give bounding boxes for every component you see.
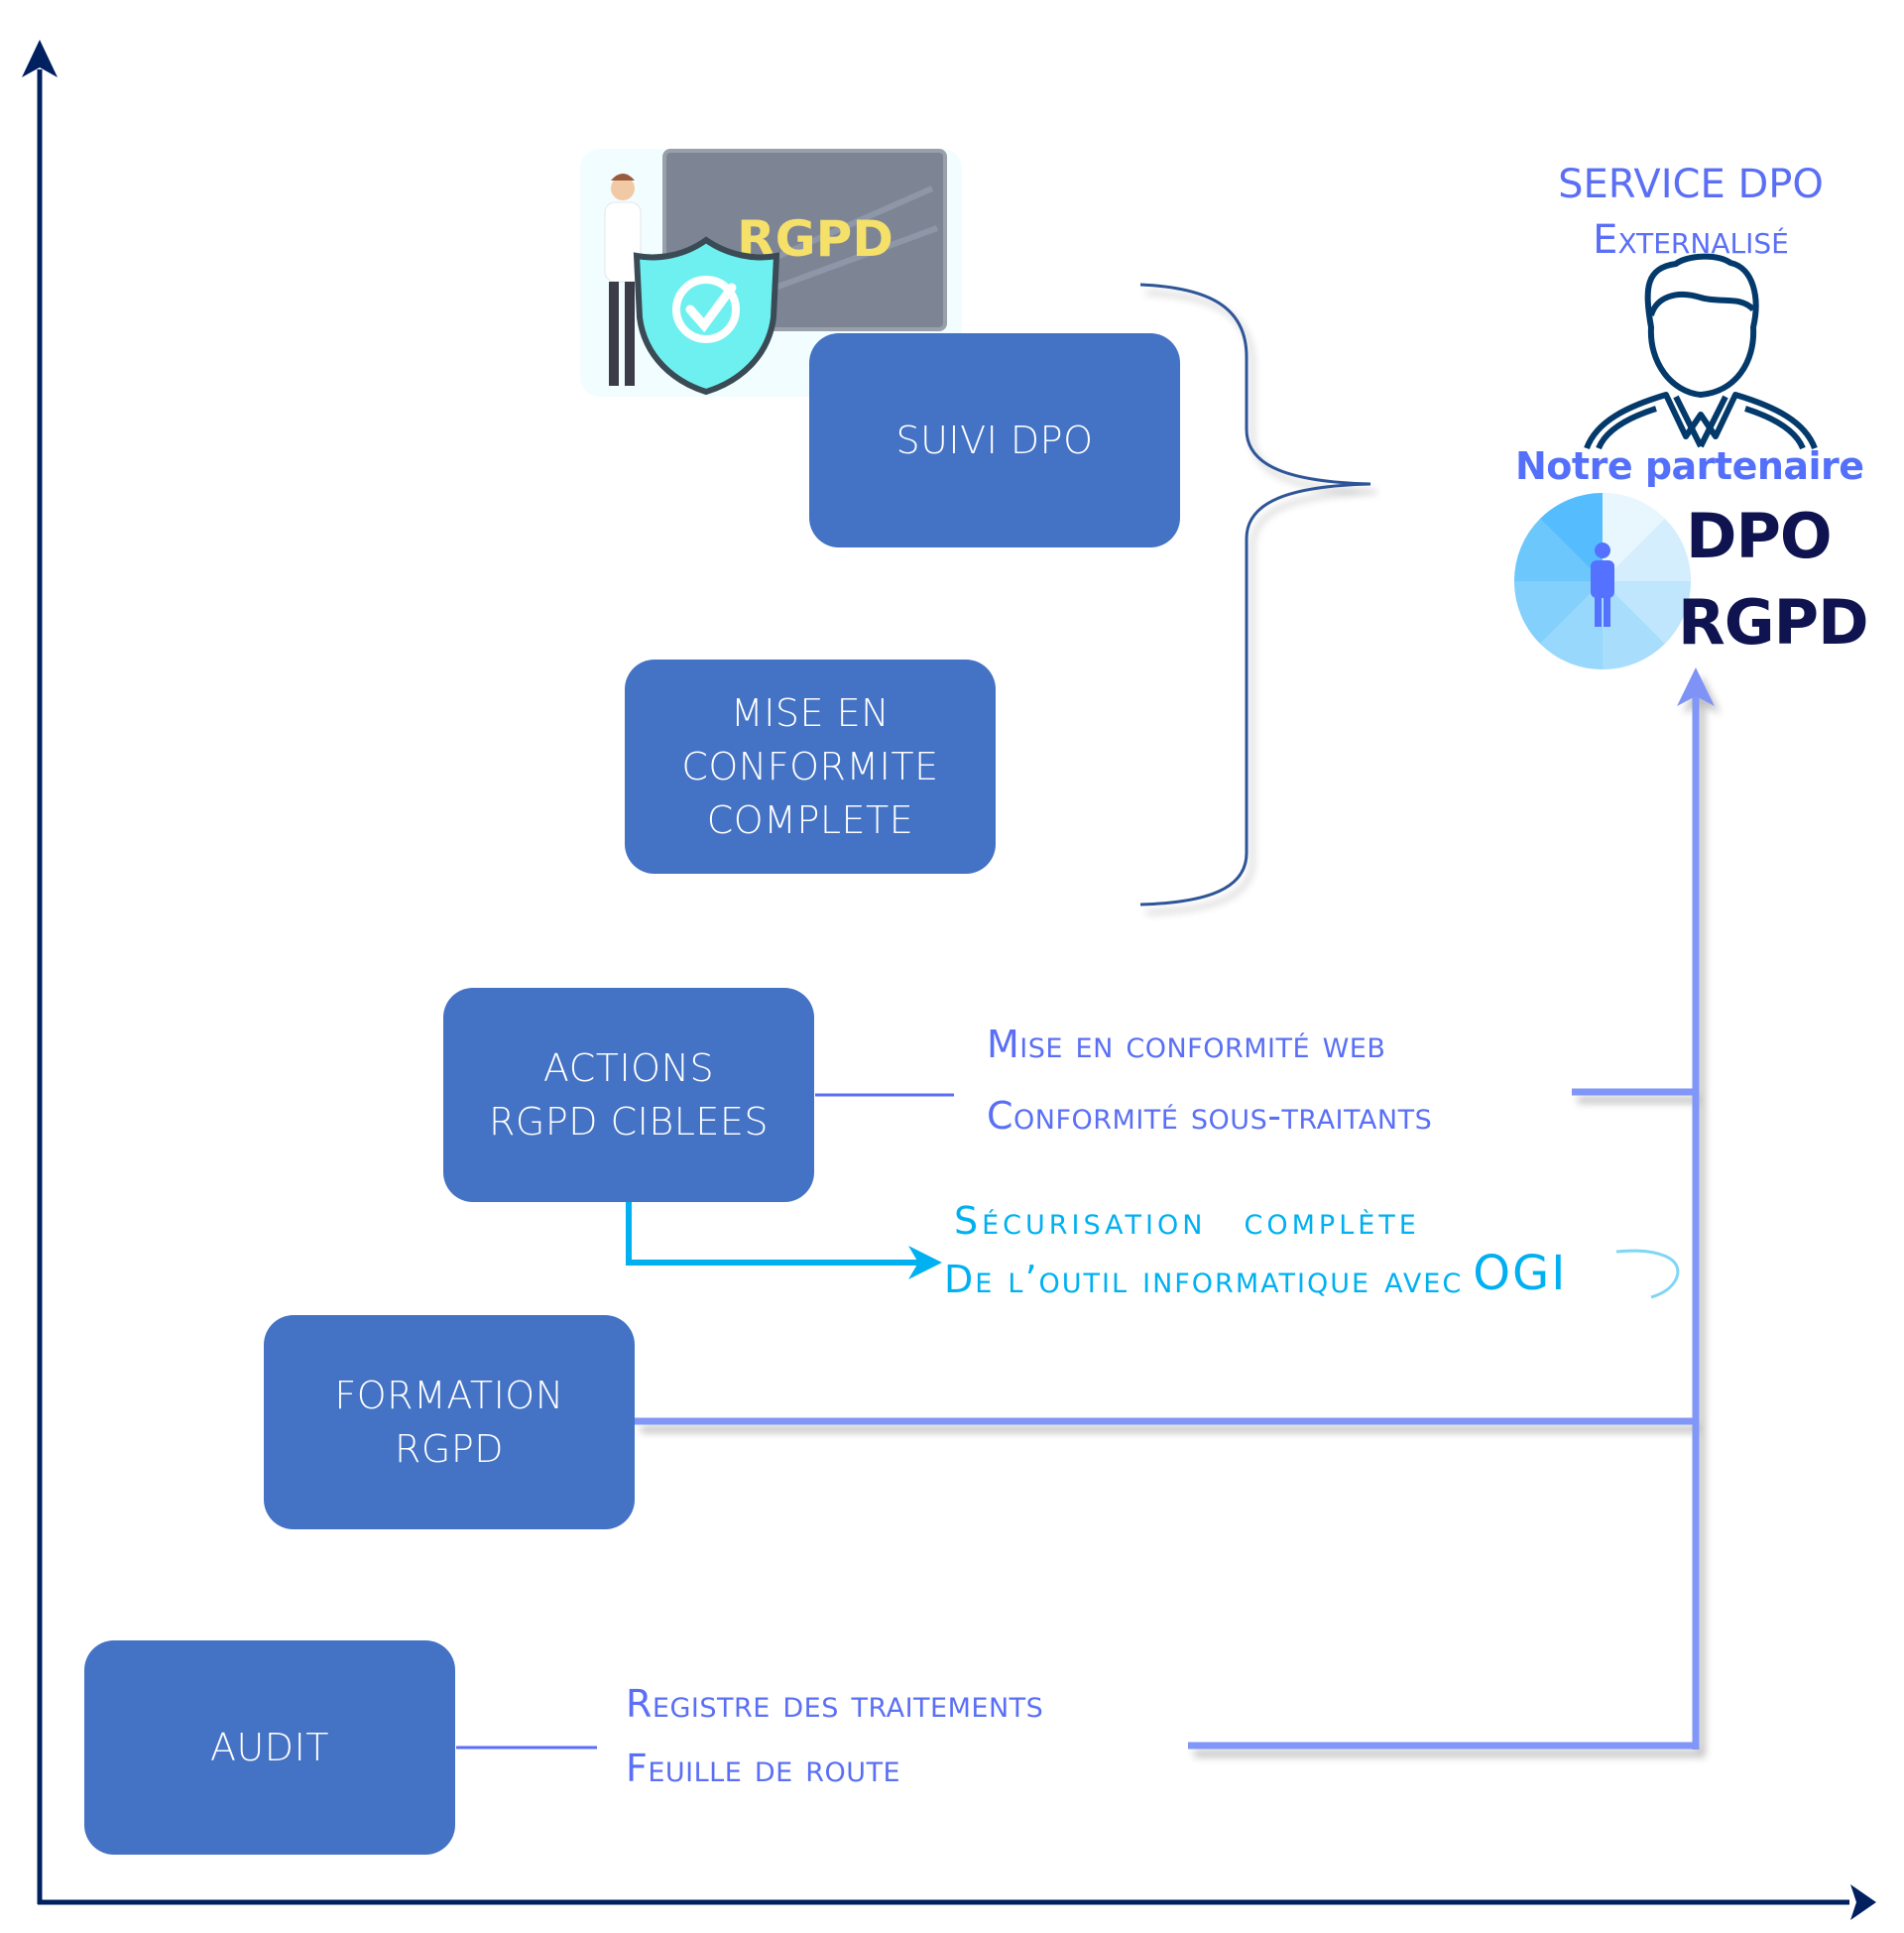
step-label: MISE EN — [730, 691, 891, 735]
step-label: ACTIONS — [542, 1046, 715, 1090]
step-suivi-dpo[interactable]: SUIVI DPO — [809, 333, 1180, 547]
partner-logo-dpo: DPO — [1686, 500, 1833, 572]
y-axis-arrow-up-icon — [22, 40, 58, 77]
person-bust-icon — [1584, 253, 1818, 450]
service-title: SERVICE DPO — [1558, 162, 1824, 207]
flow-arrow-up-icon — [1677, 667, 1715, 706]
partner-label: Notre partenaire — [1515, 444, 1864, 488]
flow-lines — [635, 667, 1715, 1750]
step-label: RGPD — [394, 1427, 505, 1471]
ogi-swoosh — [1615, 1249, 1680, 1299]
security-arrow — [626, 1201, 927, 1266]
actions-detail: Conformité sous-traitants — [987, 1094, 1433, 1138]
security-arrow-right-icon — [908, 1246, 942, 1279]
x-axis-arrow-right-icon — [1850, 1884, 1876, 1920]
audit-detail: Feuille de route — [626, 1747, 901, 1790]
step-label: COMPLETE — [706, 798, 914, 842]
step-label: RGPD CIBLEES — [488, 1100, 770, 1144]
step-label: SUIVI DPO — [895, 419, 1094, 462]
partner-logo-rgpd: RGPD — [1678, 586, 1869, 659]
audit-detail: Registre des traitements — [626, 1682, 1044, 1726]
service-header: SERVICE DPO Externalisé — [1502, 157, 1879, 268]
step-formation[interactable]: FORMATION RGPD — [264, 1315, 635, 1529]
brace — [1139, 283, 1371, 906]
step-label: FORMATION — [334, 1374, 564, 1417]
step-label: CONFORMITE — [681, 745, 939, 788]
step-audit[interactable]: AUDIT — [84, 1640, 455, 1855]
person-circle-icon — [1513, 492, 1691, 670]
step-label: AUDIT — [210, 1726, 329, 1769]
axes — [22, 40, 1876, 1920]
ogi-logo: OGI — [1473, 1246, 1568, 1301]
security-line-2-row: De l’outil informatique avec OGI — [944, 1246, 1567, 1301]
security-line-2: De l’outil informatique avec — [944, 1258, 1464, 1301]
security-line-1: Sécurisation complète — [954, 1199, 1420, 1243]
actions-detail: Mise en conformité web — [987, 1023, 1386, 1066]
step-actions-ciblees[interactable]: ACTIONS RGPD CIBLEES — [443, 988, 814, 1202]
service-subtitle: Externalisé — [1593, 217, 1789, 263]
step-mise-en-conformite[interactable]: MISE EN CONFORMITE COMPLETE — [625, 660, 996, 874]
